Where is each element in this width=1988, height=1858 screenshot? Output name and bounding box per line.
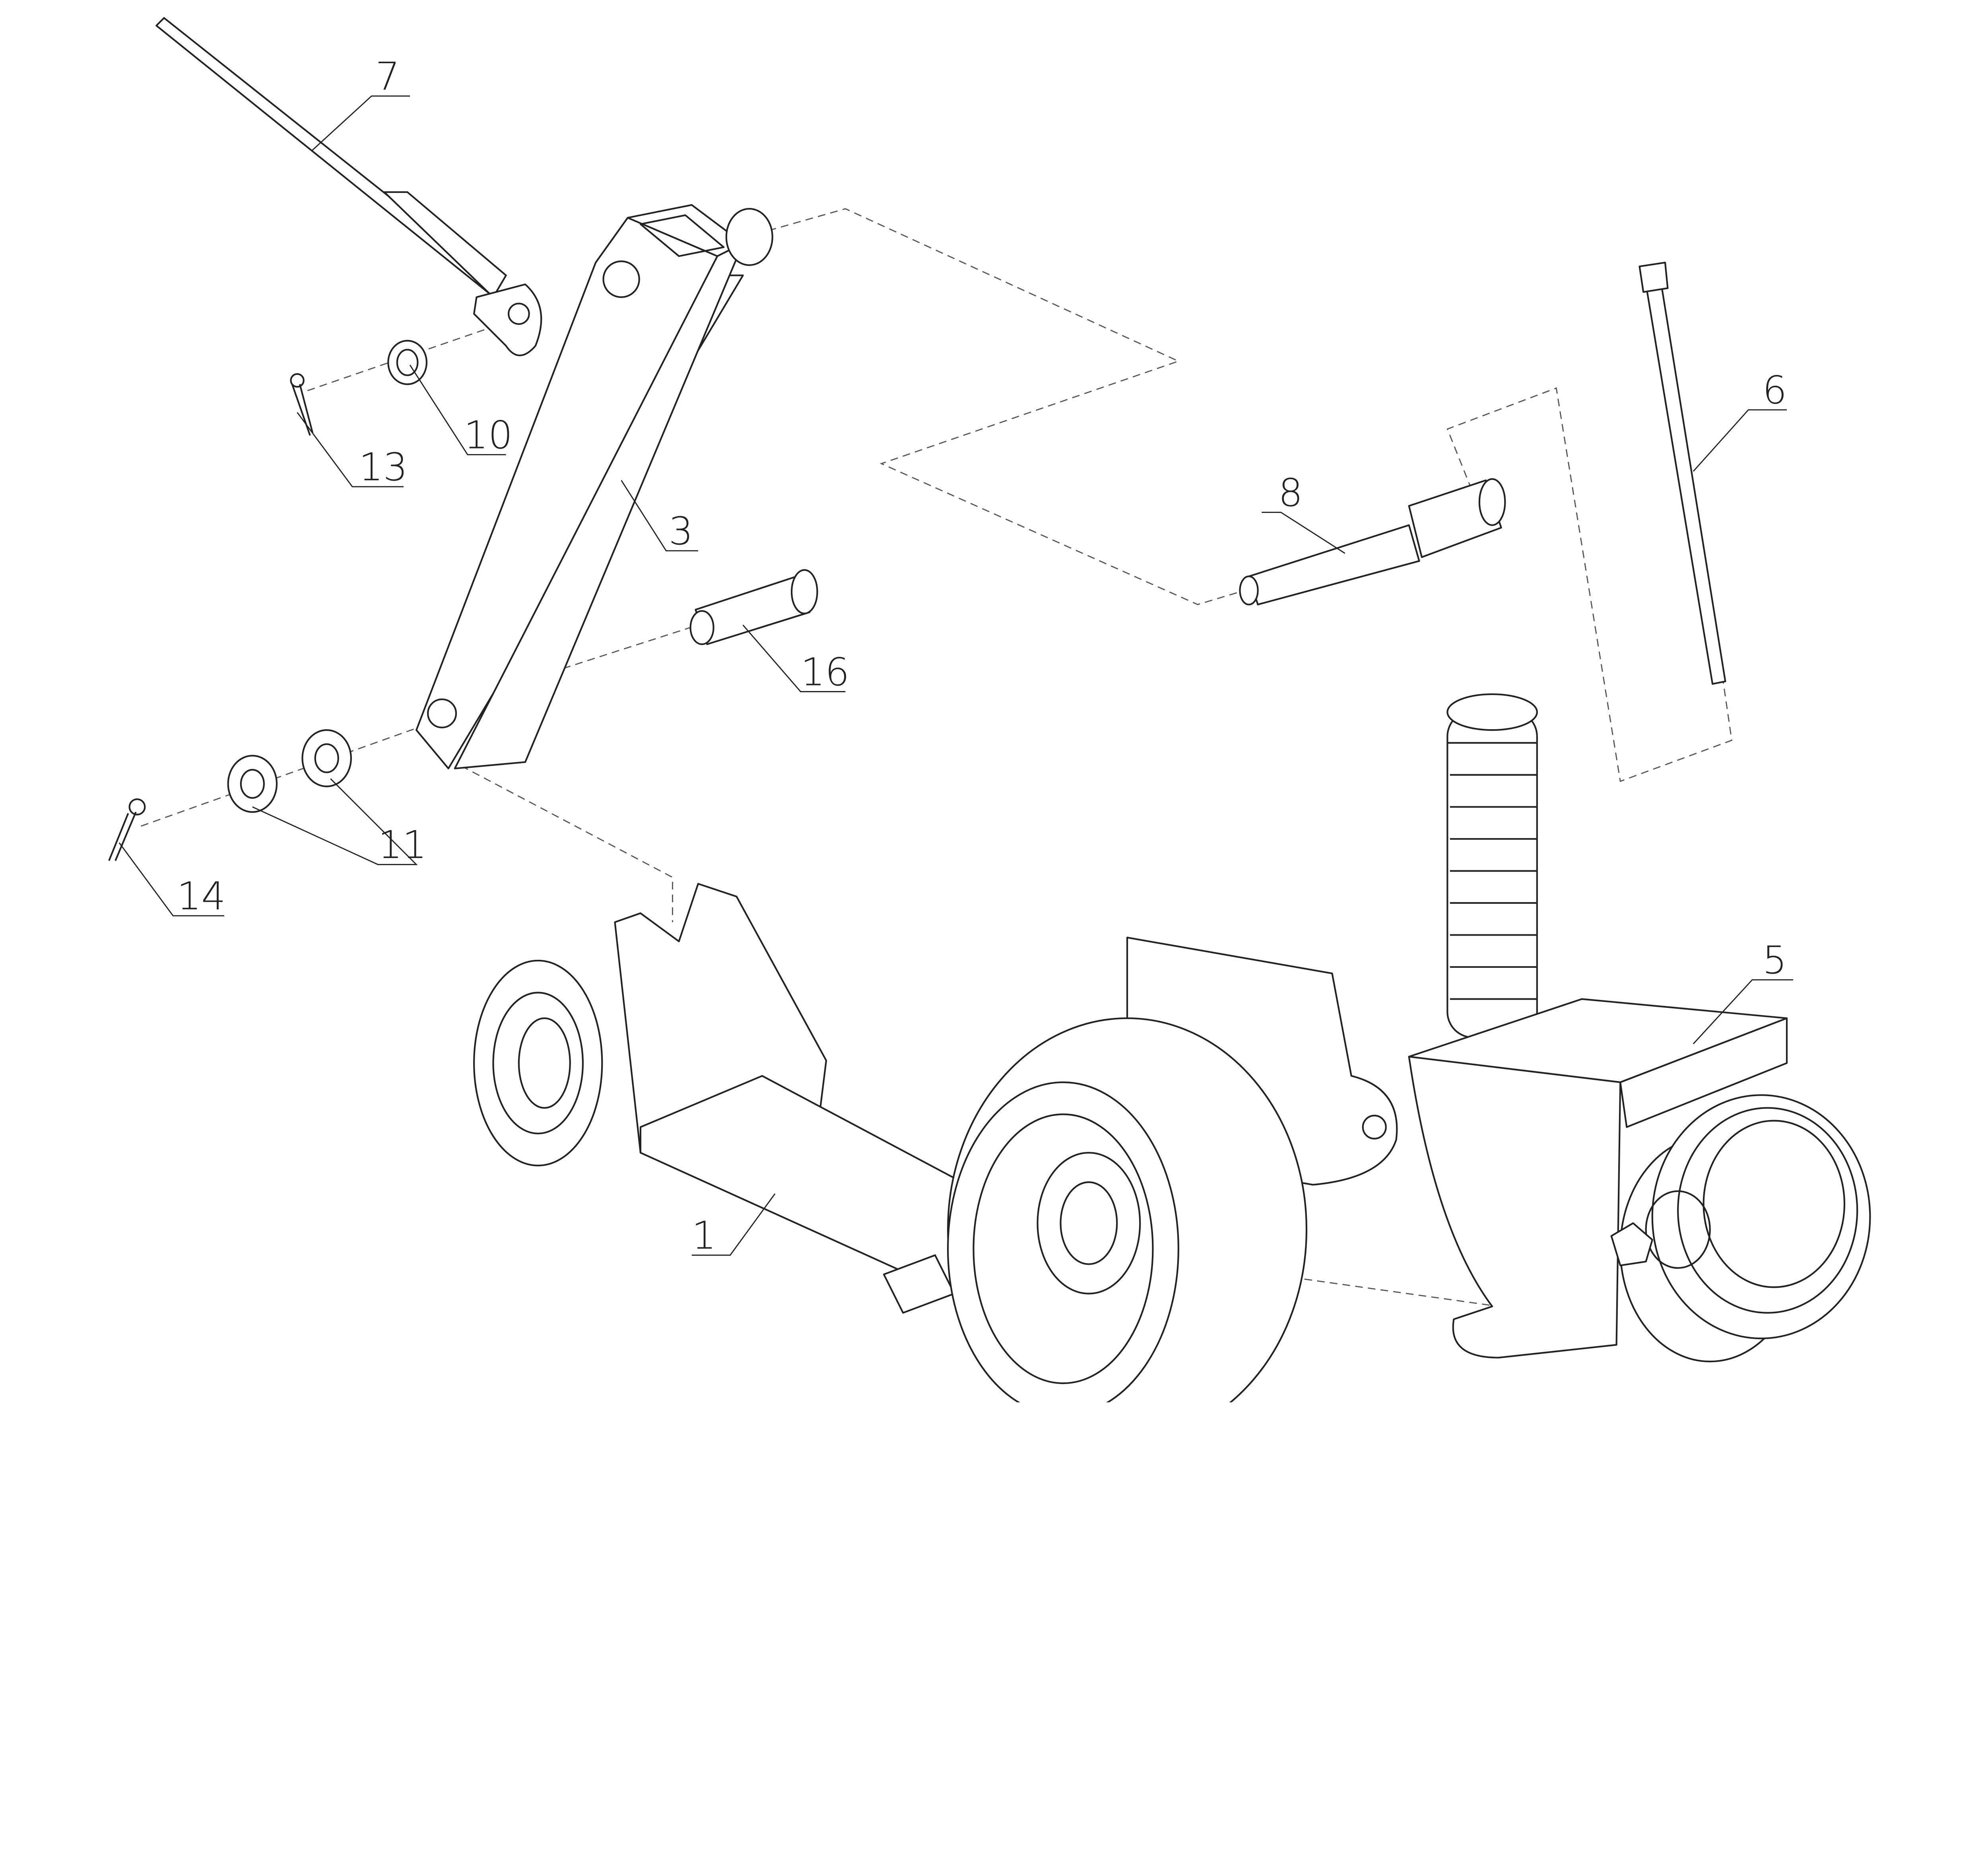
label-part-1: 1: [692, 1213, 716, 1258]
part-3-arm: [415, 204, 773, 769]
part-6-bolt: [1639, 262, 1726, 685]
part-labels: 7 13 10 3 16 14 11 8 6 5 1: [177, 54, 1787, 1258]
adjusting-screw-spring: [1446, 693, 1538, 1039]
label-part-8: 8: [1278, 470, 1303, 515]
label-part-5: 5: [1763, 938, 1787, 982]
washers-and-pins: [108, 340, 428, 861]
part-5-bracket-pulley: [1408, 998, 1871, 1363]
label-part-16: 16: [801, 649, 850, 694]
part-8-shaft: [1239, 478, 1506, 606]
label-part-6: 6: [1763, 368, 1787, 413]
label-part-13: 13: [359, 445, 408, 489]
exploded-assembly-drawing: 7 13 10 3 16 14 11 8 6 5 1: [108, 17, 1871, 1403]
part-1-main-frame: [473, 883, 1398, 1403]
label-part-14: 14: [177, 874, 226, 918]
label-part-11: 11: [378, 822, 427, 867]
label-part-7: 7: [375, 54, 400, 99]
leader-lines: [118, 95, 1794, 1256]
label-part-10: 10: [464, 412, 513, 457]
part-16-pin: [689, 569, 818, 645]
part-7-tie-rod: [155, 17, 542, 356]
label-part-3: 3: [669, 509, 693, 553]
